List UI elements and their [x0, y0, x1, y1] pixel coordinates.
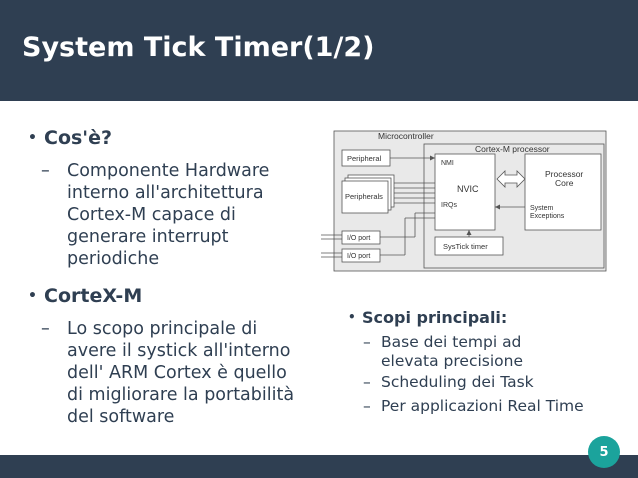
dash-icon: – — [363, 333, 371, 351]
page-number-badge: 5 — [588, 436, 620, 468]
bullet-main-purposes: • Scopi principali: — [348, 308, 507, 327]
purpose-item-text: Per applicazioni Real Time — [381, 397, 584, 415]
nvic-box — [434, 153, 496, 231]
sub-item-purpose: – Lo scopo principale di avere il systic… — [41, 318, 307, 428]
processor-core-box — [524, 153, 602, 231]
irqs-label: IRQs — [441, 202, 457, 209]
io-port-2-label: I/O port — [347, 253, 370, 260]
system-exceptions-label-2: Exceptions — [530, 213, 565, 220]
bullet-what-is-it: • Cos'è? — [28, 127, 112, 149]
processor-label: Cortex-M processor — [475, 144, 550, 154]
purpose-item-realtime: – Per applicazioni Real Time — [363, 397, 601, 416]
dash-icon: – — [41, 319, 50, 339]
sub-item-text: Lo scopo principale di avere il systick … — [67, 319, 295, 427]
bullet-label: Scopi principali: — [362, 308, 508, 327]
peripherals-label: Peripherals — [345, 192, 383, 201]
dash-icon: – — [363, 373, 371, 391]
peripherals-box — [341, 180, 389, 214]
bullet-label: Cos'è? — [44, 127, 113, 149]
sub-item-definition: – Componente Hardware interno all'archit… — [41, 160, 312, 270]
footer-bar — [0, 455, 638, 478]
bullet-cortex-m: • CorteX-M — [28, 285, 142, 307]
double-arrow-icon — [496, 170, 526, 188]
bullet-dot-icon: • — [28, 130, 37, 146]
sub-item-text: Componente Hardware interno all'architet… — [67, 161, 270, 269]
processor-core-label-1: Processor — [545, 169, 583, 179]
nvic-label: NVIC — [457, 184, 479, 194]
bullet-label: CorteX-M — [44, 285, 143, 307]
bullet-dot-icon: • — [348, 310, 356, 324]
systick-label: SysTick timer — [443, 242, 488, 251]
io-port-2-box — [341, 248, 381, 263]
purpose-item-text: Scheduling dei Task — [381, 373, 534, 391]
system-exceptions-label-1: System — [530, 205, 554, 212]
purpose-item-scheduling: – Scheduling dei Task — [363, 373, 581, 392]
slide-title: System Tick Timer(1/2) — [22, 32, 375, 63]
io-port-1-label: I/O port — [347, 235, 370, 242]
processor-core-label-2: Core — [555, 178, 574, 188]
dash-icon: – — [363, 397, 371, 415]
title-bar: System Tick Timer(1/2) — [0, 0, 638, 101]
purpose-item-text: Base dei tempi ad elevata precisione — [381, 333, 524, 370]
bullet-dot-icon: • — [28, 288, 37, 304]
microcontroller-label: Microcontroller — [378, 131, 434, 141]
peripheral-label: Peripheral — [347, 154, 382, 163]
purpose-item-timebase: – Base dei tempi ad elevata precisione — [363, 333, 581, 371]
nmi-label: NMI — [441, 160, 454, 167]
dash-icon: – — [41, 161, 50, 181]
cortex-m-diagram: Microcontroller Cortex-M processor NMI N… — [321, 130, 607, 272]
io-port-1-box — [341, 230, 381, 245]
